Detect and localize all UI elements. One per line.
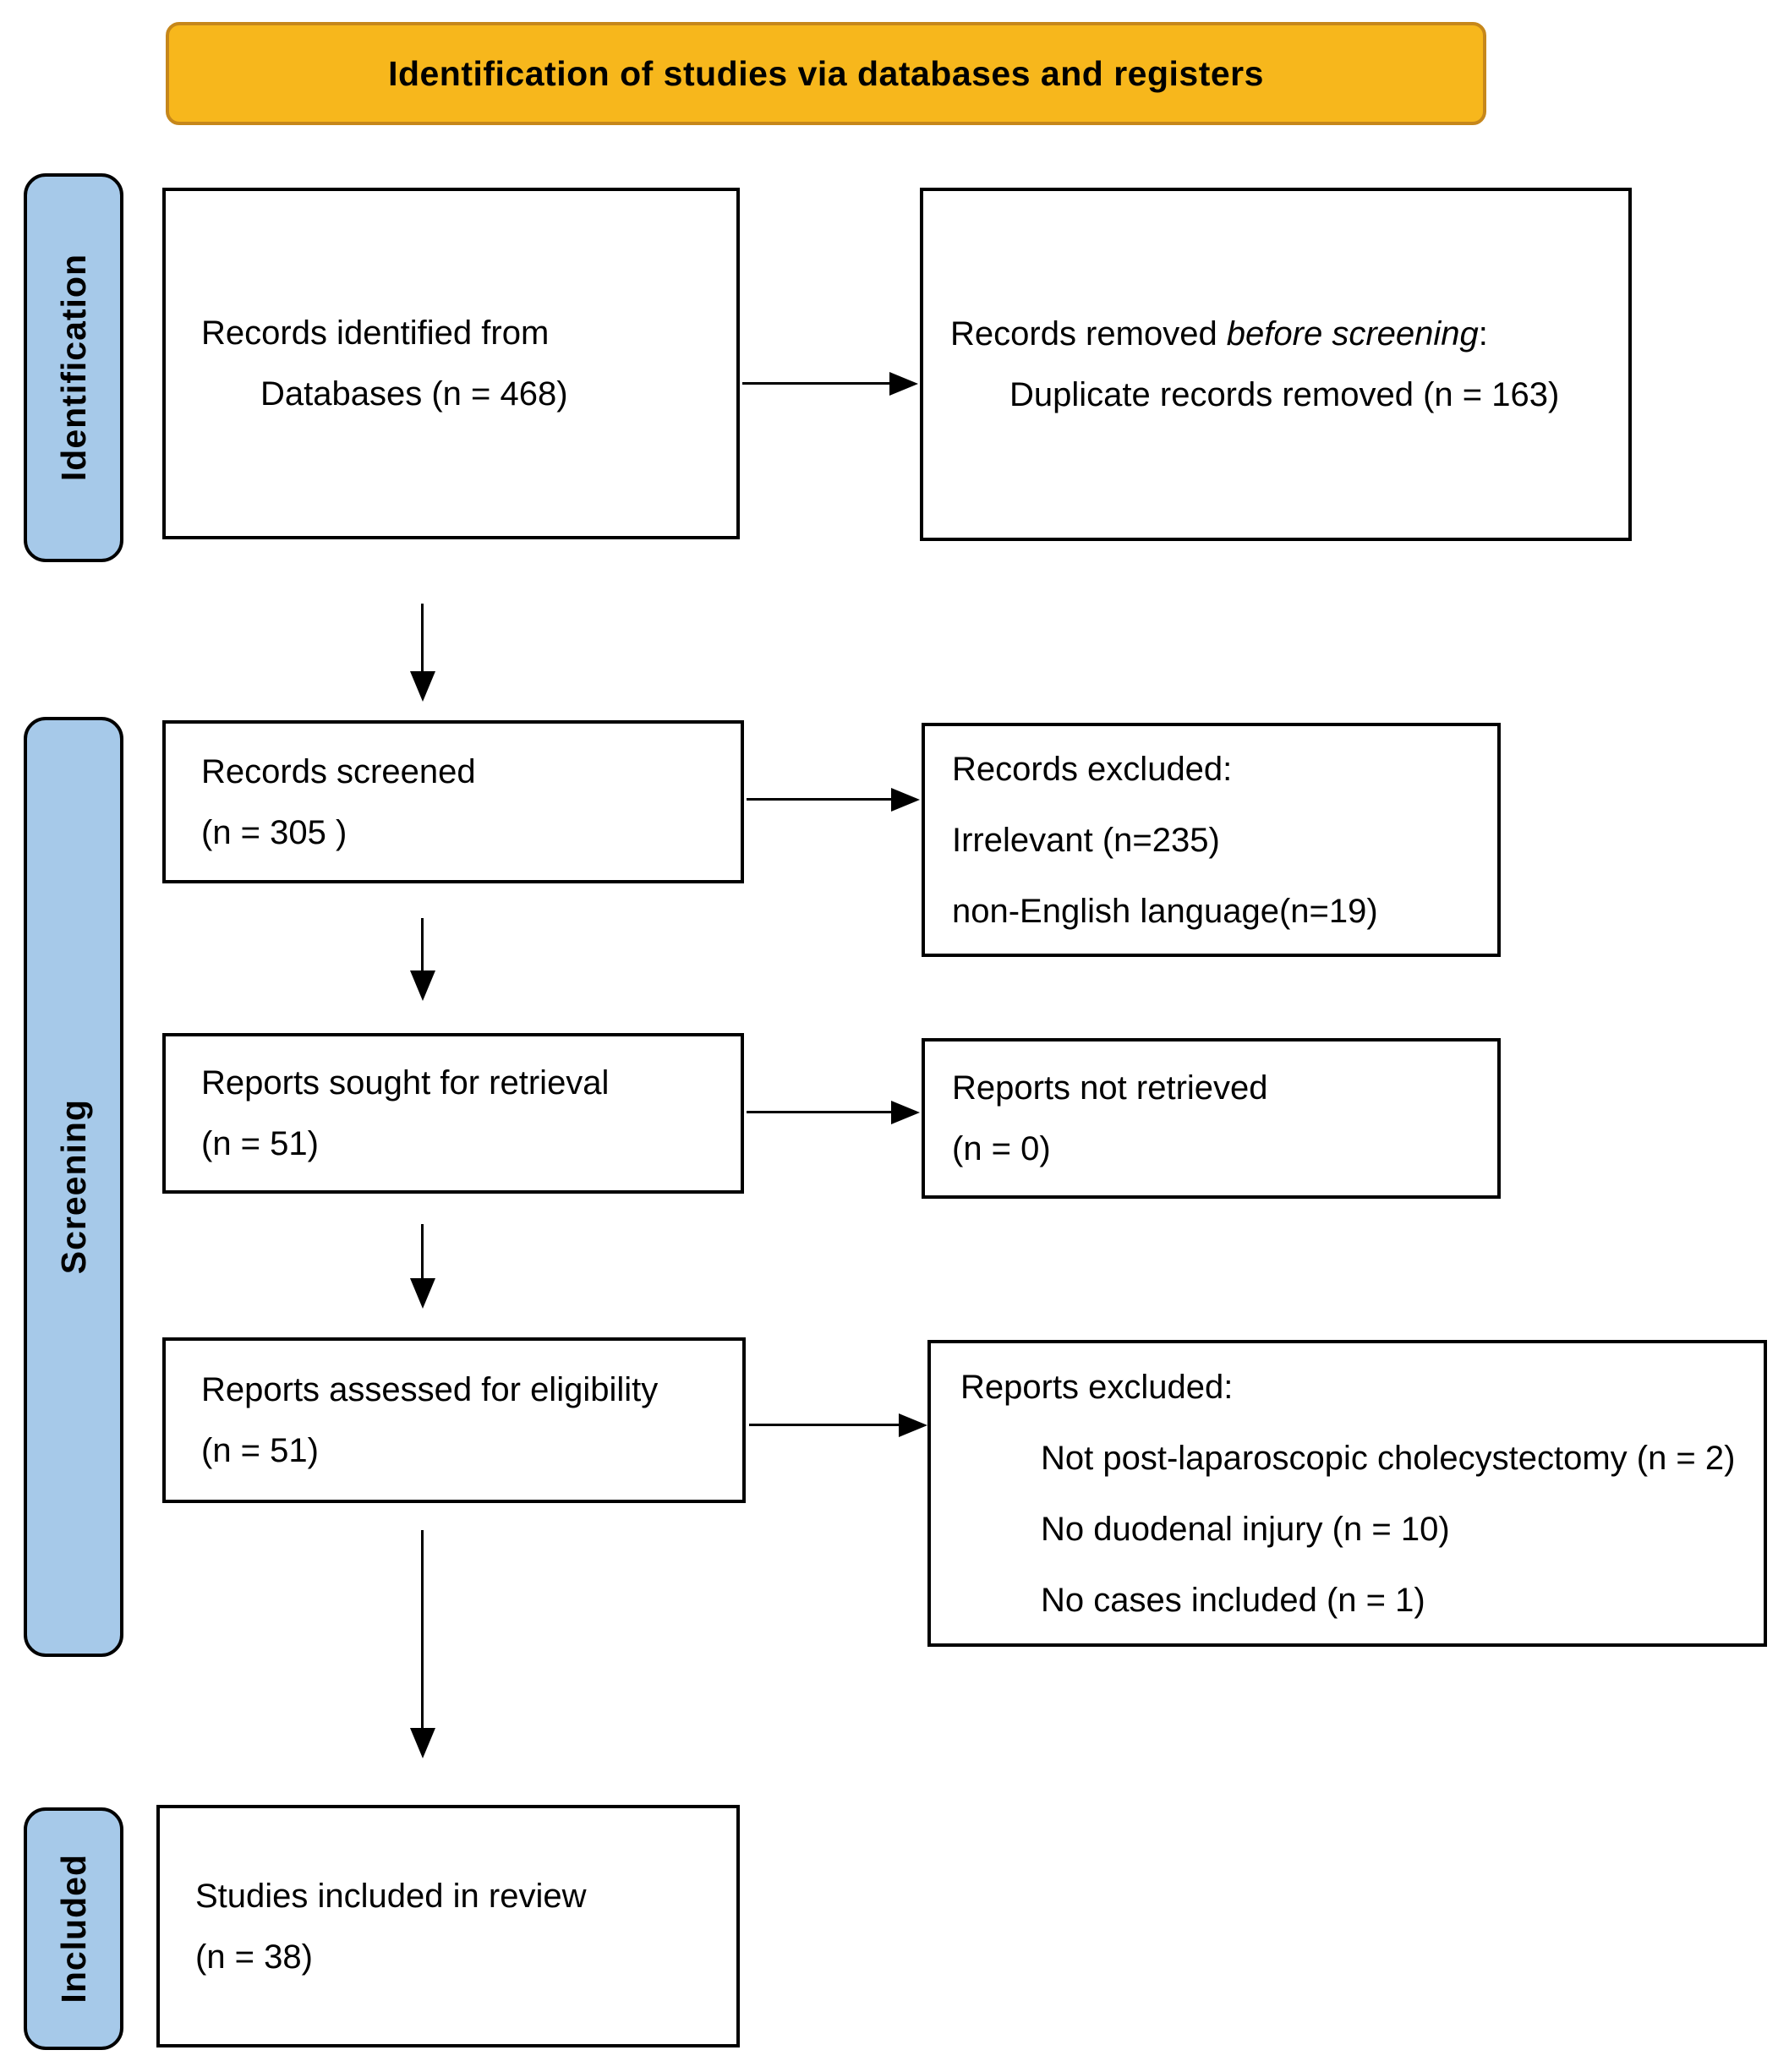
right-arrow-screened-to-excluded (747, 798, 891, 801)
right-arrow-identified-to-removed (742, 382, 889, 385)
stage-label-identification: Identification (53, 254, 93, 482)
box-records-excluded-line1: Records excluded: (952, 750, 1233, 788)
box-records-excluded-line3: non-English language(n=19) (952, 892, 1378, 930)
down-arrow-identified-to-screened (421, 604, 424, 671)
box-records-screened: Records screened (n = 305 ) (162, 720, 744, 883)
box-records-identified-line1: Records identified from (201, 314, 550, 352)
right-arrow-sought-to-not-retrieved (747, 1111, 891, 1113)
stage-screening: Screening (24, 717, 123, 1657)
banner-title: Identification of studies via databases … (388, 53, 1264, 93)
box-records-removed-line2: Duplicate records removed (n = 163) (1009, 376, 1560, 413)
right-arrow-assessed-to-excluded (749, 1424, 899, 1426)
box-records-excluded: Records excluded: Irrelevant (n=235) non… (922, 723, 1501, 957)
box-reports-sought: Reports sought for retrieval (n = 51) (162, 1033, 744, 1194)
down-arrow-sought-to-assessed (421, 1224, 424, 1278)
banner: Identification of studies via databases … (166, 22, 1486, 125)
box-records-screened-line2: (n = 305 ) (201, 813, 347, 851)
box-reports-assessed: Reports assessed for eligibility (n = 51… (162, 1337, 746, 1503)
box-reports-sought-line1: Reports sought for retrieval (201, 1064, 610, 1102)
stage-label-screening: Screening (53, 1099, 93, 1275)
box-reports-excluded-line3: No duodenal injury (n = 10) (1041, 1510, 1450, 1548)
down-arrow-assessed-to-included (421, 1530, 424, 1728)
box-reports-not-retrieved: Reports not retrieved (n = 0) (922, 1038, 1501, 1199)
box-studies-included: Studies included in review (n = 38) (156, 1805, 740, 2047)
box-records-removed-line1: Records removed before screening: (950, 315, 1488, 353)
box-reports-excluded: Reports excluded: Not post-laparoscopic … (927, 1340, 1767, 1647)
box-records-excluded-line2: Irrelevant (n=235) (952, 821, 1220, 859)
box-reports-excluded-line4: No cases included (n = 1) (1041, 1581, 1425, 1619)
box-reports-assessed-line1: Reports assessed for eligibility (201, 1371, 659, 1408)
box-reports-assessed-line2: (n = 51) (201, 1432, 319, 1469)
box-reports-excluded-line2: Not post-laparoscopic cholecystectomy (n… (1041, 1439, 1736, 1477)
down-arrow-screened-to-sought (421, 918, 424, 970)
stage-identification: Identification (24, 173, 123, 562)
box-records-screened-line1: Records screened (201, 752, 476, 790)
box-records-removed: Records removed before screening: Duplic… (920, 188, 1632, 541)
box-studies-included-line2: (n = 38) (195, 1938, 313, 1976)
stage-label-included: Included (53, 1854, 93, 2004)
box-reports-sought-line2: (n = 51) (201, 1125, 319, 1162)
box-reports-excluded-line1: Reports excluded: (960, 1368, 1234, 1406)
box-records-identified: Records identified from Databases (n = 4… (162, 188, 740, 539)
box-reports-not-retrieved-line1: Reports not retrieved (952, 1069, 1268, 1107)
box-reports-not-retrieved-line2: (n = 0) (952, 1130, 1051, 1167)
stage-included: Included (24, 1807, 123, 2050)
box-records-identified-line2: Databases (n = 468) (260, 375, 568, 413)
box-studies-included-line1: Studies included in review (195, 1877, 587, 1915)
